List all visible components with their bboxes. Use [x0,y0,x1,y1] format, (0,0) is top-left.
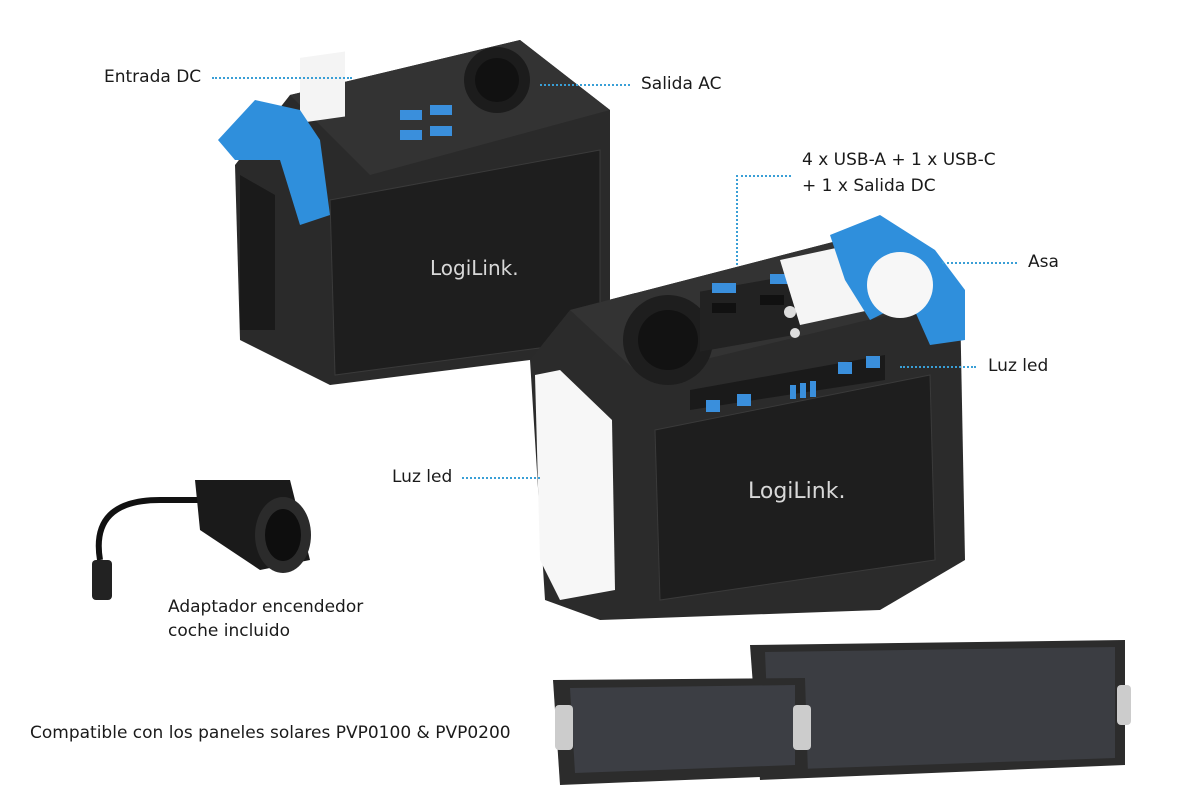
label-adapter-line2: coche incluido [168,621,290,641]
leader-line [462,477,540,479]
solar-panels [553,640,1131,785]
label-ports-line2: + 1 x Salida DC [802,176,936,196]
leader-line [942,262,1017,264]
label-handle: Asa [1028,252,1059,272]
power-station-rear-view: LogiLink. [218,40,610,385]
logilink-logo: LogiLink. [748,479,845,504]
label-ac-output: Salida AC [641,74,722,94]
leader-line [212,77,352,79]
label-led-top: Luz led [988,356,1049,376]
leader-line [900,366,976,368]
leader-line [736,175,738,265]
power-station-front-view: LogiLink. [530,215,965,620]
label-adapter-line1: Adaptador encendedor [168,597,364,617]
leader-line [540,84,630,86]
label-dc-input: Entrada DC [104,67,202,87]
car-lighter-adapter [92,480,311,600]
label-led-side: Luz led [392,467,453,487]
logilink-logo: LogiLink. [430,256,519,280]
label-ports-line1: 4 x USB-A + 1 x USB-C [802,150,996,170]
label-solar-compat: Compatible con los paneles solares PVP01… [30,723,511,743]
leader-line [736,175,791,177]
